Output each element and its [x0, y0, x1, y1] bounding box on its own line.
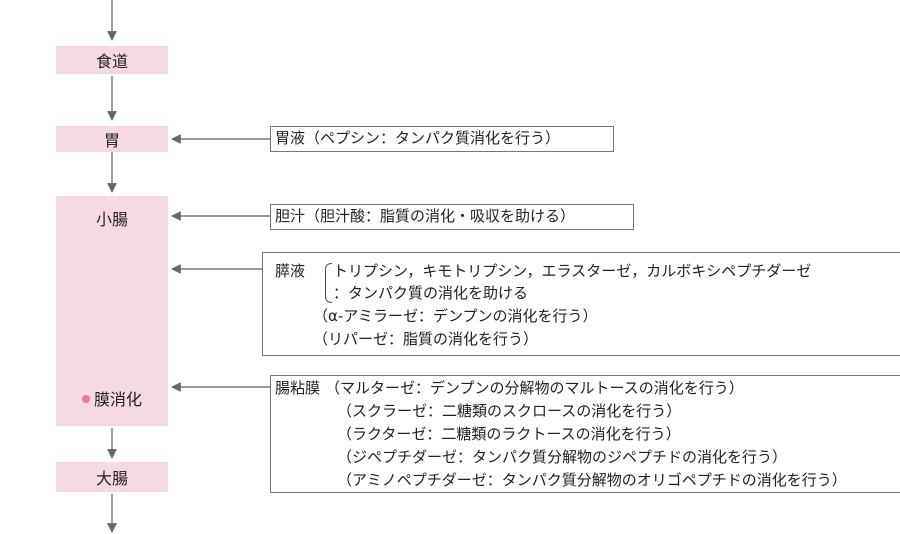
mucosa-line1: （マルターゼ：デンプンの分解物のマルトースの消化を行う） [325, 379, 744, 397]
membrane-digestion-text: 膜消化 [93, 390, 142, 409]
bile-text: 胆汁（胆汁酸：脂質の消化・吸収を助ける） [275, 207, 576, 225]
pancreatic-juice-box: 膵液 トリプシン，キモトリプシン，エラスターゼ，カルボキシペプチダーゼ ：タンパ… [262, 252, 900, 356]
organ-large-intestine-label: 大腸 [95, 469, 128, 488]
gastric-juice-box: 胃液（ペプシン：タンパク質消化を行う） [270, 126, 614, 152]
bullet-dot-icon [81, 394, 90, 403]
mucosa-line4: （ジペプチダーゼ：タンパク質分解物のジペプチドの消化を行う） [337, 448, 788, 466]
gastric-juice-text: 胃液（ペプシン：タンパク質消化を行う） [275, 129, 561, 147]
organ-small-intestine-label: 小腸 [95, 210, 128, 229]
pancreatic-line3: （α-アミラーゼ：デンプンの消化を行う） [313, 307, 598, 325]
bracket-icon [325, 263, 332, 303]
membrane-digestion-label: 膜消化 [56, 386, 168, 410]
organ-small-intestine: 小腸 膜消化 [56, 196, 168, 426]
mucosa-line2: （スクラーゼ：二糖類のスクロースの消化を行う） [337, 402, 682, 420]
bile-box: 胆汁（胆汁酸：脂質の消化・吸収を助ける） [270, 204, 634, 230]
pancreatic-line1: トリプシン，キモトリプシン，エラスターゼ，カルボキシペプチダーゼ [333, 262, 812, 280]
intestinal-mucosa-box: 腸粘膜 （マルターゼ：デンプンの分解物のマルトースの消化を行う） （スクラーゼ：… [270, 375, 900, 493]
organ-stomach: 胃 [56, 126, 168, 152]
mucosa-head: 腸粘膜 [275, 379, 321, 397]
pancreatic-line4: （リパーゼ：脂質の消化を行う） [313, 330, 539, 348]
pancreatic-line2: ：タンパク質の消化を助ける [333, 284, 529, 302]
organ-large-intestine: 大腸 [56, 462, 168, 492]
pancreatic-head: 膵液 [275, 262, 306, 280]
organ-esophagus-label: 食道 [95, 52, 128, 71]
organ-esophagus: 食道 [56, 46, 168, 74]
mucosa-line5: （アミノペプチダーゼ：タンパク質分解物のオリゴペプチドの消化を行う） [337, 471, 847, 489]
organ-stomach-label: 胃 [103, 131, 120, 150]
mucosa-line3: （ラクターゼ：二糖類のラクトースの消化を行う） [337, 425, 681, 443]
